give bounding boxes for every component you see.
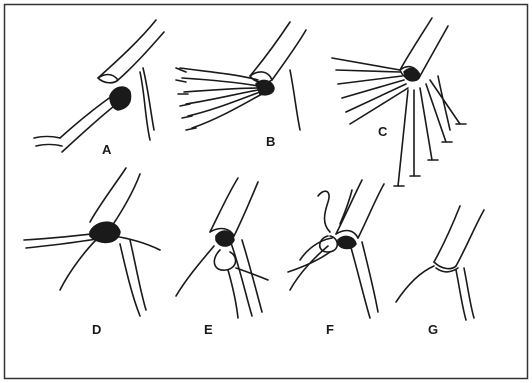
panel-e-lesion — [216, 231, 234, 246]
panel-d-drawing — [24, 168, 160, 316]
panel-b-lesion — [256, 81, 274, 95]
figure-frame — [5, 5, 528, 379]
panel-b-drawing — [176, 22, 306, 130]
panel-g-drawing — [396, 206, 484, 320]
panel-a-lesion — [110, 87, 131, 110]
panel-c-drawing — [332, 18, 466, 186]
panel-label-a: A — [102, 142, 112, 157]
panel-a-drawing — [34, 20, 164, 152]
panel-f-lesion — [338, 237, 356, 249]
panel-e-drawing — [176, 178, 268, 318]
panel-d-lesion — [90, 222, 120, 242]
panel-label-d: D — [92, 322, 101, 337]
panel-label-c: C — [378, 124, 388, 139]
panel-label-e: E — [204, 322, 213, 337]
panel-label-f: F — [326, 322, 334, 337]
panel-c-lesion — [404, 69, 420, 81]
panel-label-g: G — [428, 322, 438, 337]
panel-label-b: B — [266, 134, 275, 149]
panel-f-drawing — [288, 180, 384, 318]
